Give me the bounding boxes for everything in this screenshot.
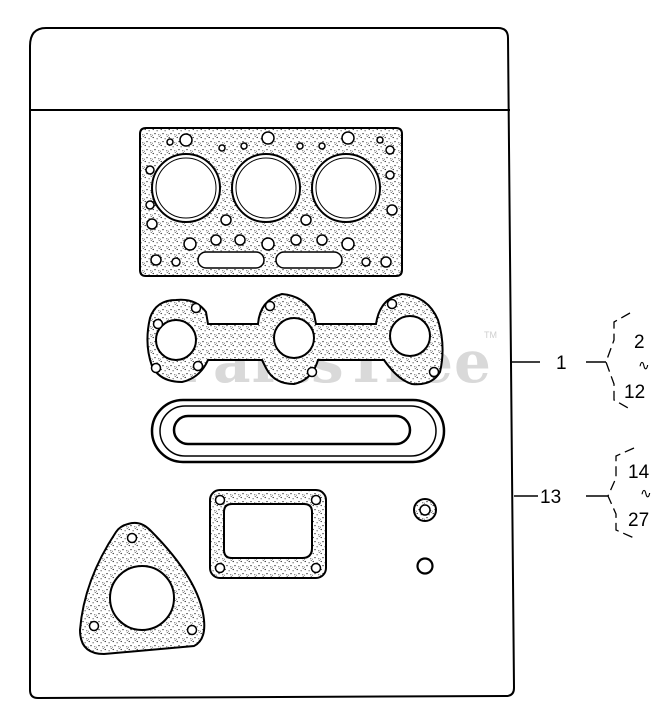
gasket-kit-bag (29, 27, 516, 700)
callout-13-bracket (607, 447, 635, 539)
callout-1-bracket (605, 312, 631, 410)
triangular-flange-gasket (78, 521, 206, 656)
callout-13-range-to: 27 (628, 510, 649, 531)
oval-cover-gasket (150, 398, 446, 464)
watermark-tm: TM (484, 330, 497, 340)
callout-1-range-to: 12 (624, 382, 645, 403)
callout-13-range-sep: ∿ (640, 485, 652, 501)
callout-1-range-from: 2 (634, 332, 645, 353)
callout-13-ref: 13 (540, 487, 561, 508)
small-o-ring (416, 557, 434, 575)
rectangular-flange-gasket (209, 489, 327, 579)
manifold-gasket (146, 292, 444, 386)
small-washer-ring (413, 498, 437, 522)
callout-1-range-sep: ∿ (638, 357, 650, 373)
callout-13: 13 14 ∿ 27 (514, 447, 652, 539)
callout-13-range-from: 14 (628, 462, 650, 483)
callout-1-ref: 1 (556, 353, 567, 374)
cylinder-head-gasket (139, 127, 403, 277)
callout-1: 1 2 ∿ 12 (512, 312, 650, 410)
